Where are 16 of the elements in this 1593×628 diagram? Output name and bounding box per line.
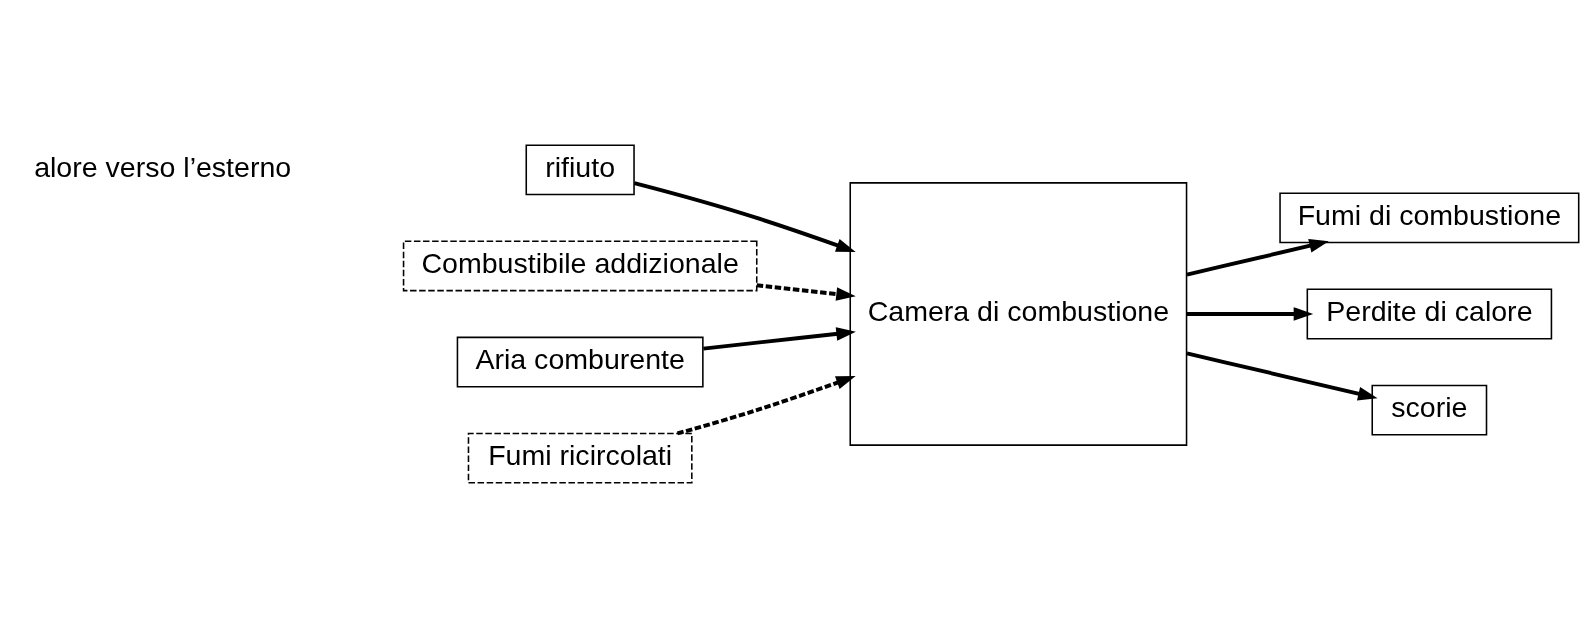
arrow [1186,351,1378,401]
node-box: Aria comburente [456,336,704,388]
arrow [1186,239,1329,277]
arrow [676,376,856,436]
node-box: rifiuto [525,144,635,196]
label: alore verso l’esterno [33,151,291,184]
node-box: scorie [1370,384,1487,436]
node-box: Fumi di combustione [1278,192,1579,244]
node-box: Combustibile addizionale [402,240,758,292]
node-box: Fumi ricircolati [467,432,693,484]
arrow [633,181,856,252]
arrow [702,327,856,351]
node-box: Camera di combustione [848,182,1187,446]
arrow [756,283,856,301]
node-box: Perdite di calore [1306,288,1552,340]
arrow [1186,307,1313,321]
